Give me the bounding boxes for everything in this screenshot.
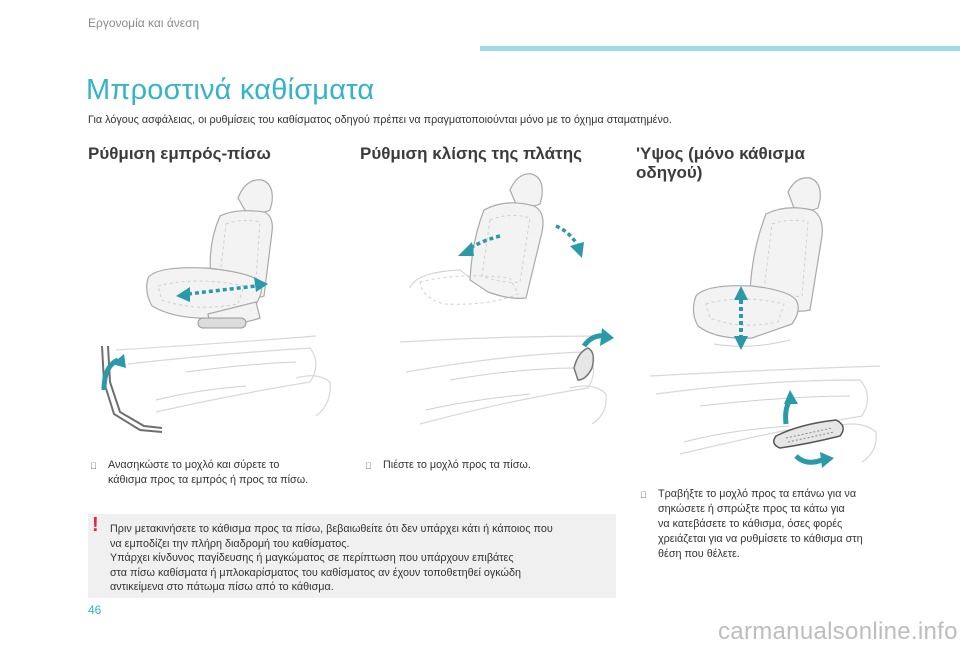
check-bullet-icon:  [365, 459, 372, 474]
height-title: 'Υψος (μόνο κάθισμα οδηγού) [636, 144, 876, 182]
header-rule [480, 46, 960, 51]
section-header: Εργονομία και άνεση [88, 16, 200, 30]
step-line: χρειάζεται για να ρυθμίσετε το κάθισμα σ… [658, 533, 863, 545]
step-line: Ανασηκώστε το μοχλό και σύρετε το [108, 459, 280, 471]
check-bullet-icon:  [640, 488, 647, 503]
recline-step:  Πιέστε το μοχλό προς τα πίσω. [365, 458, 615, 476]
height-step:  Τραβήξτε το μοχλό προς τα επάνω για να… [640, 487, 920, 567]
step-line: σηκώσετε ή σπρώξτε προς τα κάτω για [658, 503, 845, 515]
height-title-line: 'Υψος (μόνο κάθισμα [636, 144, 805, 163]
recline-illustration [399, 173, 614, 425]
warning-line: να εμποδίζει την πλήρη διαδρομή του καθί… [110, 537, 350, 550]
warning-box [88, 514, 616, 598]
step-line: να κατεβάσετε το κάθισμα, όσες φορές [658, 518, 843, 530]
intro-text: Για λόγους ασφάλειας, οι ρυθμίσεις του κ… [88, 114, 672, 126]
watermark: carmanualsonline.info [718, 618, 958, 645]
warning-text: Πριν μετακινήσετε το κάθισμα προς τα πίσ… [110, 522, 610, 595]
warning-line: στα πίσω καθίσματα ή μπλοκαρίσματος του … [110, 566, 521, 579]
page-title: Μπροστινά καθίσματα [86, 74, 375, 106]
warning-line: αντικείμενα στο πάτωμα πίσω από το κάθισ… [110, 581, 334, 593]
step-line: θέση που θέλετε. [658, 548, 740, 560]
warning-icon: ! [92, 514, 99, 536]
step-line: κάθισμα προς τα εμπρός ή προς τα πίσω. [108, 474, 309, 486]
fore-aft-step:  Ανασηκώστε το μοχλό και σύρετε το κάθι… [90, 458, 360, 492]
recline-title: Ρύθμιση κλίσης της πλάτης [360, 144, 582, 163]
step-line: Πιέστε το μοχλό προς τα πίσω. [383, 459, 531, 471]
height-illustration [649, 177, 881, 468]
fore-aft-illustration [101, 179, 331, 433]
fore-aft-title: Ρύθμιση εμπρός-πίσω [88, 144, 271, 163]
warning-line: Υπάρχει κίνδυνος παγίδευσης ή μαγκώματος… [110, 552, 514, 564]
step-line: Τραβήξτε το μοχλό προς τα επάνω για να [658, 488, 857, 500]
check-bullet-icon:  [90, 459, 97, 474]
page-number: 46 [88, 603, 102, 617]
height-title-line: οδηγού) [636, 163, 703, 182]
warning-line: Πριν μετακινήσετε το κάθισμα προς τα πίσ… [110, 523, 553, 535]
